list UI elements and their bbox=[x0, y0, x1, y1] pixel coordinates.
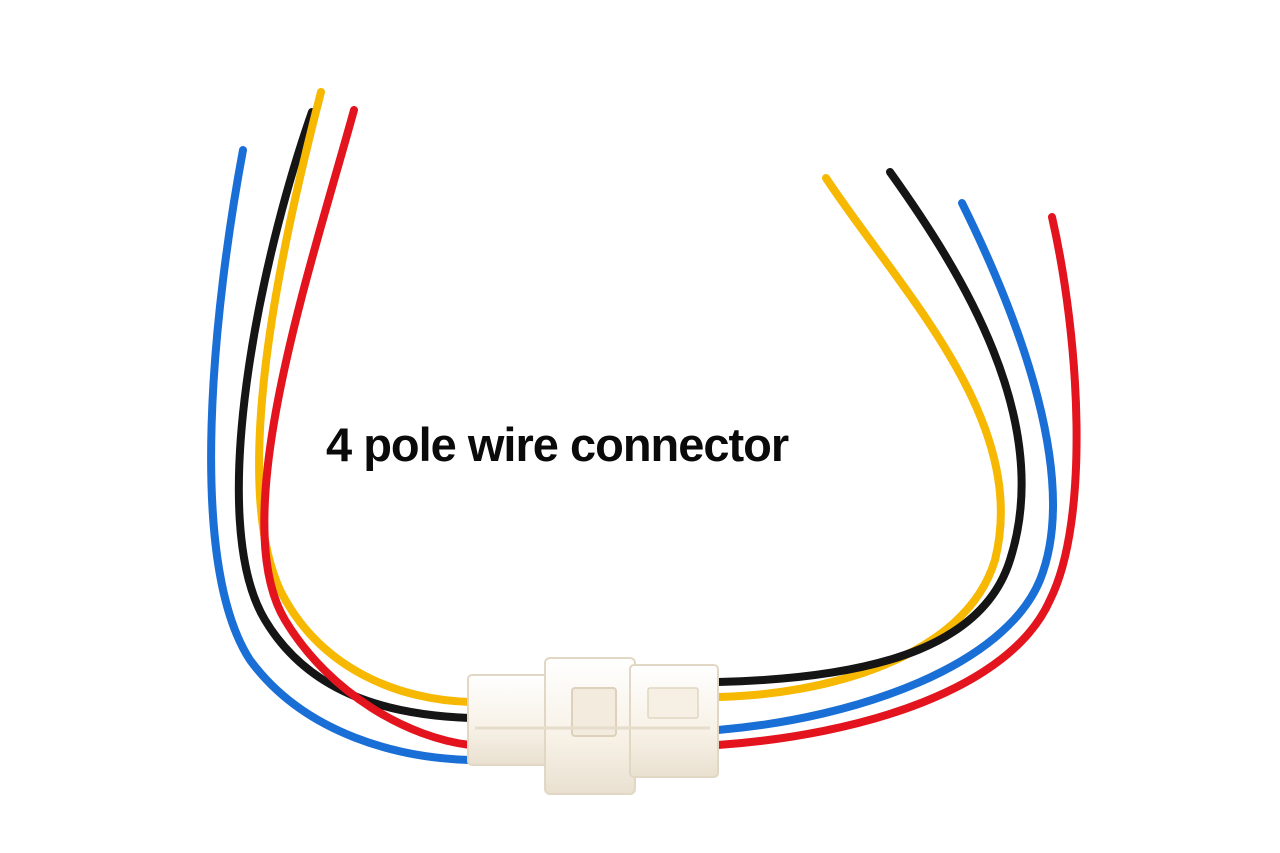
right-black-wire bbox=[714, 168, 1026, 686]
connector-latch bbox=[571, 687, 617, 737]
right-yellow-wire bbox=[714, 174, 1005, 701]
image-caption: 4 pole wire connector bbox=[326, 418, 789, 471]
connector bbox=[467, 657, 719, 795]
connector-right-half bbox=[629, 664, 719, 778]
left-blue-wire bbox=[207, 146, 474, 764]
connector-left-half bbox=[467, 674, 553, 766]
left-black-wire bbox=[234, 108, 474, 722]
left-wire-bundle bbox=[207, 88, 474, 764]
connector-right-slot bbox=[647, 687, 699, 719]
right-wire-bundle bbox=[714, 168, 1081, 749]
right-blue-wire bbox=[714, 199, 1057, 734]
right-red-wire bbox=[714, 213, 1081, 749]
left-red-wire bbox=[260, 106, 474, 749]
